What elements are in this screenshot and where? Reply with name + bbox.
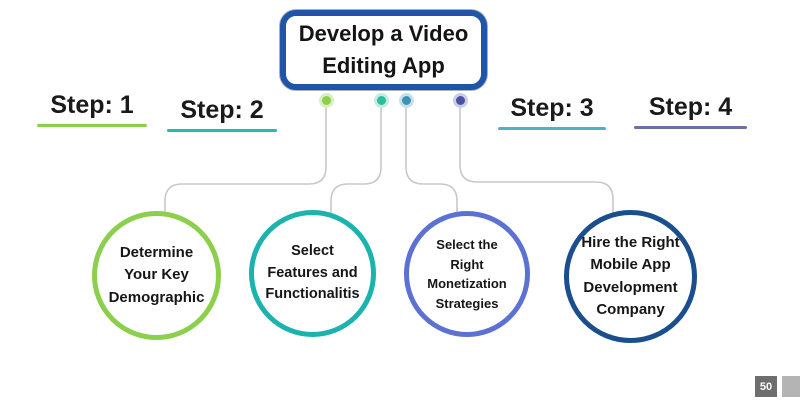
step-2-text: Step: 2: [180, 96, 264, 124]
step-label-4: Step: 4: [634, 92, 747, 129]
page-number-badge: 50: [755, 376, 777, 397]
circle-step-4-text: Hire the Right Mobile App Development Co…: [581, 232, 679, 322]
step-3-underline: [498, 127, 606, 130]
step-3-text: Step: 3: [510, 94, 594, 122]
circle-step-3-text: Select the Right Monetization Strategies: [427, 235, 506, 313]
step-label-3: Step: 3: [498, 93, 606, 130]
step-1-text: Step: 1: [50, 91, 134, 119]
step-2-underline: [167, 129, 277, 132]
circle-2-line-2: Features and: [267, 264, 358, 281]
connector-step3: [405, 105, 458, 213]
circle-step-2: Select Features and Functionalitis: [249, 210, 376, 337]
step-1-underline: [37, 124, 147, 127]
circle-3-line-3: Monetization: [427, 276, 507, 291]
circle-1-line-3: Demographic: [108, 288, 205, 306]
step-dot-4: [453, 93, 468, 108]
circle-1-line-1: Determine: [119, 243, 194, 261]
circle-3-line-4: Strategies: [435, 295, 499, 311]
circle-step-4: Hire the Right Mobile App Development Co…: [564, 210, 697, 343]
circle-step-1-text: Determine Your Key Demographic: [109, 242, 205, 310]
circle-4-line-2: Mobile App: [590, 256, 671, 273]
step-dot-3: [399, 93, 414, 108]
circle-2-line-3: Functionalitis: [265, 286, 360, 303]
connector-step4: [459, 105, 614, 213]
page-title: Develop a Video Editing App: [298, 21, 469, 78]
circle-step-1: Determine Your Key Demographic: [92, 211, 221, 340]
circle-4-line-1: Hire the Right: [581, 233, 680, 251]
step-4-underline: [634, 126, 747, 129]
connector-step2: [330, 105, 382, 213]
circle-step-2-text: Select Features and Functionalitis: [265, 241, 359, 306]
circle-4-line-4: Company: [596, 301, 665, 318]
page-number-side-bar: [782, 376, 800, 397]
connector-step1: [164, 105, 327, 213]
circle-1-line-2: Your Key: [124, 266, 189, 284]
circle-step-3: Select the Right Monetization Strategies: [404, 211, 530, 337]
circle-3-line-1: Select the: [436, 237, 498, 252]
step-dot-1: [319, 93, 334, 108]
circle-4-line-3: Development: [583, 278, 678, 296]
circle-3-line-2: Right: [450, 256, 484, 272]
circle-2-line-1: Select: [291, 242, 334, 259]
step-label-2: Step: 2: [167, 95, 277, 132]
step-4-text: Step: 4: [648, 93, 733, 121]
step-label-1: Step: 1: [37, 90, 147, 127]
step-dot-2: [374, 93, 389, 108]
title-box: Develop a Video Editing App: [280, 10, 487, 90]
